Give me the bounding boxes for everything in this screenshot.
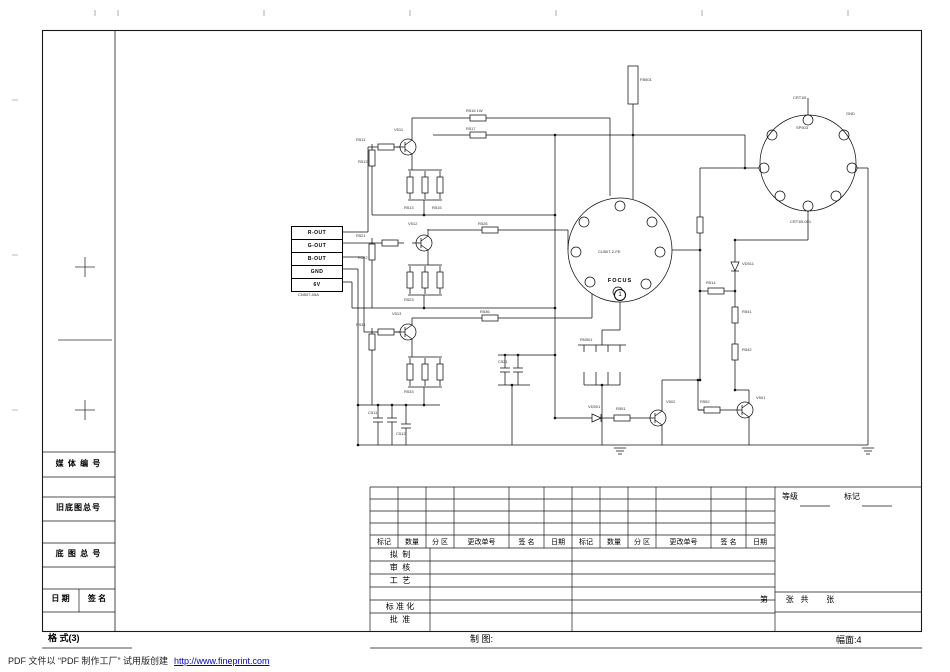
crt-pin-1: 1 — [614, 289, 626, 301]
connector-pin-label: R-OUT — [292, 227, 342, 240]
signature-label: 签 名 — [87, 594, 107, 603]
sheet-size-label: 幅面:4 — [836, 635, 862, 645]
focus-label: FOCUS — [607, 278, 633, 284]
header-qty: 数量 — [405, 538, 419, 546]
connector-pin-label: G-OUT — [292, 240, 342, 253]
pdf-watermark-text: PDF 文件以 “PDF 制作工厂” 试用版创建 — [8, 656, 168, 666]
header-qty: 数量 — [607, 538, 621, 546]
connector-pin-label: 6V — [313, 282, 321, 288]
header-date: 日期 — [551, 538, 565, 546]
row-checked: 审 核 — [389, 563, 411, 572]
row-approved: 批 准 — [389, 615, 411, 624]
mark-label: 标记 — [844, 492, 860, 501]
header-mark: 标记 — [377, 538, 391, 546]
header-zone: 分 区 — [634, 538, 650, 546]
drawn-by-label: 制 图: — [470, 634, 494, 644]
connector-pin-label: B-OUT — [292, 253, 342, 266]
base-drawing-number-label: 底 图 总 号 — [55, 549, 102, 558]
sheet-count-label: 第 张 共 张 — [760, 595, 835, 604]
revision-header-group-1: 标记 数量 分 区 更改单号 签 名 日期 — [370, 536, 572, 547]
date-label: 日 期 — [51, 594, 70, 603]
pdf-watermark: PDF 文件以 “PDF 制作工厂” 试用版创建 http://www.finep… — [8, 654, 270, 667]
row-drafted: 拟 制 — [389, 550, 411, 559]
header-signature: 签 名 — [518, 538, 535, 546]
format-label: 格 式(3) — [48, 633, 80, 643]
header-change-order: 更改单号 — [467, 538, 496, 546]
old-base-drawing-number-label: 旧底图总号 — [56, 503, 101, 512]
connector-pin-label: GND — [292, 266, 342, 279]
header-change-order: 更改单号 — [669, 538, 698, 546]
header-signature: 签 名 — [720, 538, 737, 546]
header-mark: 标记 — [579, 538, 593, 546]
row-process: 工 艺 — [389, 576, 411, 585]
header-zone: 分 区 — [432, 538, 448, 546]
grade-label: 等级 — [782, 492, 798, 501]
media-number-label: 媒 体 编 号 — [55, 459, 102, 468]
header-date: 日期 — [753, 538, 767, 546]
row-standardized: 标 准 化 — [385, 602, 415, 611]
revision-header-group-2: 标记 数量 分 区 更改单号 签 名 日期 — [572, 536, 775, 547]
fineprint-link[interactable]: http://www.fineprint.com — [174, 656, 270, 666]
